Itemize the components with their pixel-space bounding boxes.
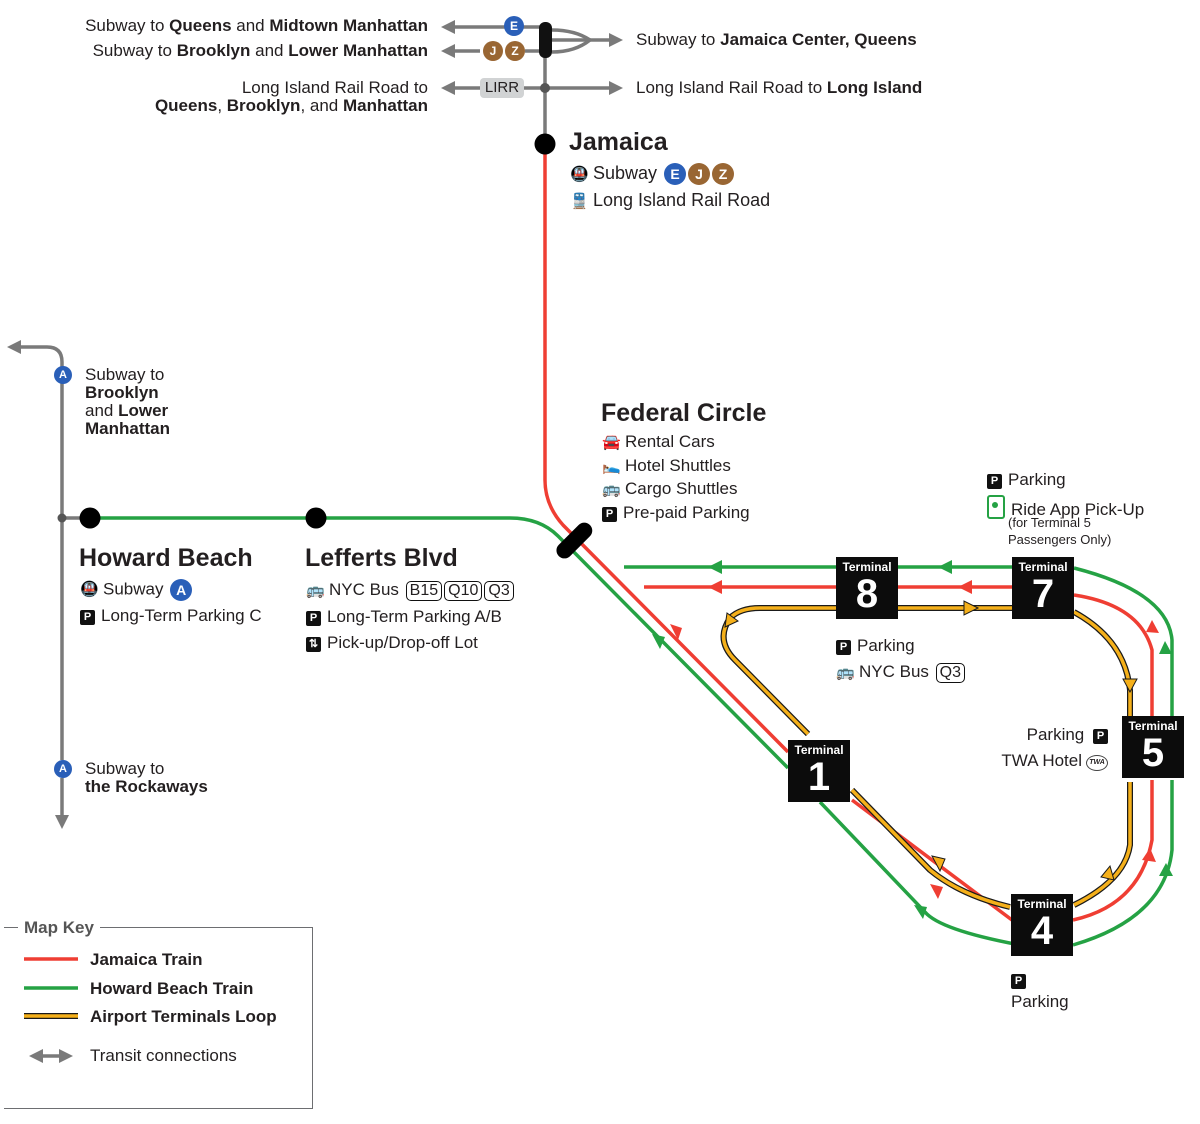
howard-beach-subway-row: 🚇Subway A bbox=[80, 579, 193, 601]
subway-j-bullet: J bbox=[688, 163, 711, 186]
key-airport-terminals-loop: Airport Terminals Loop bbox=[90, 1007, 277, 1026]
a-line-transit bbox=[6, 340, 88, 829]
jamaica-rail-row: 🚆Long Island Rail Road bbox=[570, 190, 771, 210]
station-jamaica-name: Jamaica bbox=[569, 128, 668, 156]
key-howard-beach-train: Howard Beach Train bbox=[90, 979, 254, 998]
transfer-lirr-west-line2: Queens, Brooklyn, and Manhattan bbox=[154, 96, 428, 115]
lefferts-station-dot bbox=[305, 507, 327, 529]
station-lefferts-name: Lefferts Blvd bbox=[305, 544, 458, 572]
parking-icon: P bbox=[306, 611, 321, 626]
bus-route-b15: B15 bbox=[405, 581, 443, 601]
transfer-lirr-west-line1: Long Island Rail Road to bbox=[241, 78, 428, 97]
train-icon: 🚆 bbox=[570, 193, 589, 210]
ride-app-icon bbox=[987, 495, 1005, 519]
howard-beach-train-arrows bbox=[652, 560, 1173, 919]
subway-a-bullet: A bbox=[170, 579, 193, 601]
transfer-queens-midtown: Subway to Queens and Midtown Manhattan bbox=[85, 16, 428, 35]
twa-hotel-logo: TWA bbox=[1086, 755, 1108, 771]
parking-icon: P bbox=[80, 610, 95, 625]
federal-circle-item: 🚘Rental Cars bbox=[602, 432, 715, 451]
transfer-jamaica-center: Subway to Jamaica Center, Queens bbox=[636, 30, 917, 49]
terminal-7-ride-app: Ride App Pick-Up bbox=[987, 495, 1144, 520]
terminal-5-parking: Parking P bbox=[1027, 725, 1108, 745]
subway-z-bullet: Z bbox=[712, 163, 735, 186]
subway-a-bullet-south: A bbox=[54, 760, 72, 778]
parking-icon: P bbox=[1093, 729, 1108, 744]
subway-z-bullet: Z bbox=[505, 41, 525, 61]
terminal-4-parking: Parking bbox=[1011, 992, 1069, 1011]
map-key-title: Map Key bbox=[18, 918, 100, 938]
federal-circle-item: 🛌Hotel Shuttles bbox=[602, 456, 731, 475]
transfer-lirr-east: Long Island Rail Road to Long Island bbox=[636, 78, 923, 97]
subway-icon: 🚇 bbox=[570, 166, 589, 183]
key-transit-connections: Transit connections bbox=[90, 1046, 237, 1065]
subway-j-bullet: J bbox=[483, 41, 503, 61]
map-key-swatches bbox=[24, 957, 78, 1063]
lefferts-pickup-row: ⇅Pick-up/Drop-off Lot bbox=[306, 633, 478, 653]
a-south-label: Subway to the Rockaways bbox=[85, 759, 208, 796]
subway-e-bullet: E bbox=[664, 163, 687, 186]
terminal-8-bus: 🚌NYC Bus Q3 bbox=[836, 662, 965, 683]
map-key bbox=[4, 927, 313, 1109]
station-howard-beach-name: Howard Beach bbox=[79, 544, 253, 572]
subway-a-bullet-north: A bbox=[54, 366, 72, 384]
parking-icon: P bbox=[1011, 974, 1026, 989]
terminal-4-parking-icon-row: P bbox=[1011, 970, 1032, 990]
hotel-bed-icon: 🛌 bbox=[602, 458, 621, 475]
federal-circle-item: 🚌Cargo Shuttles bbox=[602, 479, 738, 498]
transfer-brooklyn-lower: Subway to Brooklyn and Lower Manhattan bbox=[92, 41, 428, 60]
parking-icon: P bbox=[836, 640, 851, 655]
bus-icon: 🚌 bbox=[836, 664, 855, 681]
station-federal-circle-name: Federal Circle bbox=[601, 399, 767, 427]
terminals-loop-line bbox=[720, 600, 1138, 910]
parking-icon: P bbox=[987, 474, 1002, 489]
federal-circle-station bbox=[556, 522, 593, 559]
parking-icon: P bbox=[602, 507, 617, 522]
bus-route-q3: Q3 bbox=[935, 663, 965, 683]
bus-icon: 🚌 bbox=[602, 481, 621, 498]
howard-beach-station-dot bbox=[79, 507, 101, 529]
subway-e-bullet: E bbox=[504, 16, 524, 36]
bus-route-q10: Q10 bbox=[444, 581, 483, 601]
howard-beach-train-line bbox=[92, 516, 1174, 947]
bus-route-q3: Q3 bbox=[484, 581, 514, 601]
jamaica-station-dot bbox=[534, 133, 556, 155]
pickup-dropoff-icon: ⇅ bbox=[306, 637, 321, 652]
a-north-label: Subway to Brooklyn and Lower Manhattan bbox=[85, 365, 170, 438]
rental-car-icon: 🚘 bbox=[602, 434, 621, 451]
jamaica-subway-platform bbox=[539, 22, 552, 58]
subway-icon: 🚇 bbox=[80, 581, 99, 599]
jamaica-transit-connections bbox=[441, 20, 623, 140]
lirr-badge: LIRR bbox=[480, 78, 524, 98]
key-jamaica-train: Jamaica Train bbox=[90, 950, 203, 969]
bus-icon: 🚌 bbox=[306, 582, 325, 599]
jamaica-train-arrows bbox=[670, 580, 1159, 899]
